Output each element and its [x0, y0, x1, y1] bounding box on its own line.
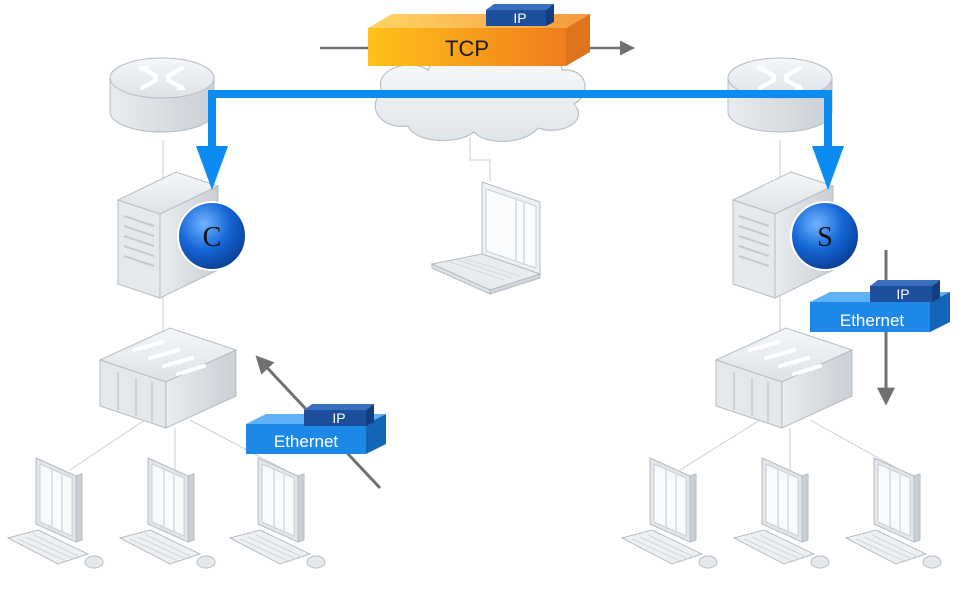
server-marker: S [790, 201, 860, 271]
ip-label: IP [513, 10, 526, 26]
svg-text:C: C [203, 222, 222, 253]
workstation-icon[interactable] [845, 457, 942, 569]
switch-icon[interactable] [714, 326, 854, 430]
tcp-label: TCP [445, 36, 489, 61]
connection-lines [69, 138, 901, 471]
client-marker: C [177, 201, 247, 271]
right-ethernet-label: Ethernet [840, 311, 905, 330]
flow-path-arrow [196, 90, 844, 190]
right-ip-header: IP [870, 280, 940, 302]
laptop-icon[interactable] [431, 181, 541, 295]
switch-icon[interactable] [98, 326, 238, 430]
right-ethernet-frame: Ethernet [810, 292, 950, 332]
right-ip-label: IP [896, 286, 909, 302]
left-ethernet-label: Ethernet [274, 432, 339, 451]
left-ethernet-frame: Ethernet [246, 414, 386, 454]
workstation-icon[interactable] [119, 457, 216, 569]
workstation-icon[interactable] [621, 457, 718, 569]
ip-header-top: IP [486, 4, 554, 26]
left-ip-label: IP [332, 410, 345, 426]
left-ip-header: IP [304, 404, 374, 426]
workstation-icon[interactable] [229, 457, 326, 569]
workstation-icon[interactable] [733, 457, 830, 569]
svg-text:S: S [817, 222, 833, 253]
workstation-icon[interactable] [7, 457, 104, 569]
router-icon[interactable] [108, 56, 216, 134]
tcp-segment: TCP [368, 14, 590, 66]
